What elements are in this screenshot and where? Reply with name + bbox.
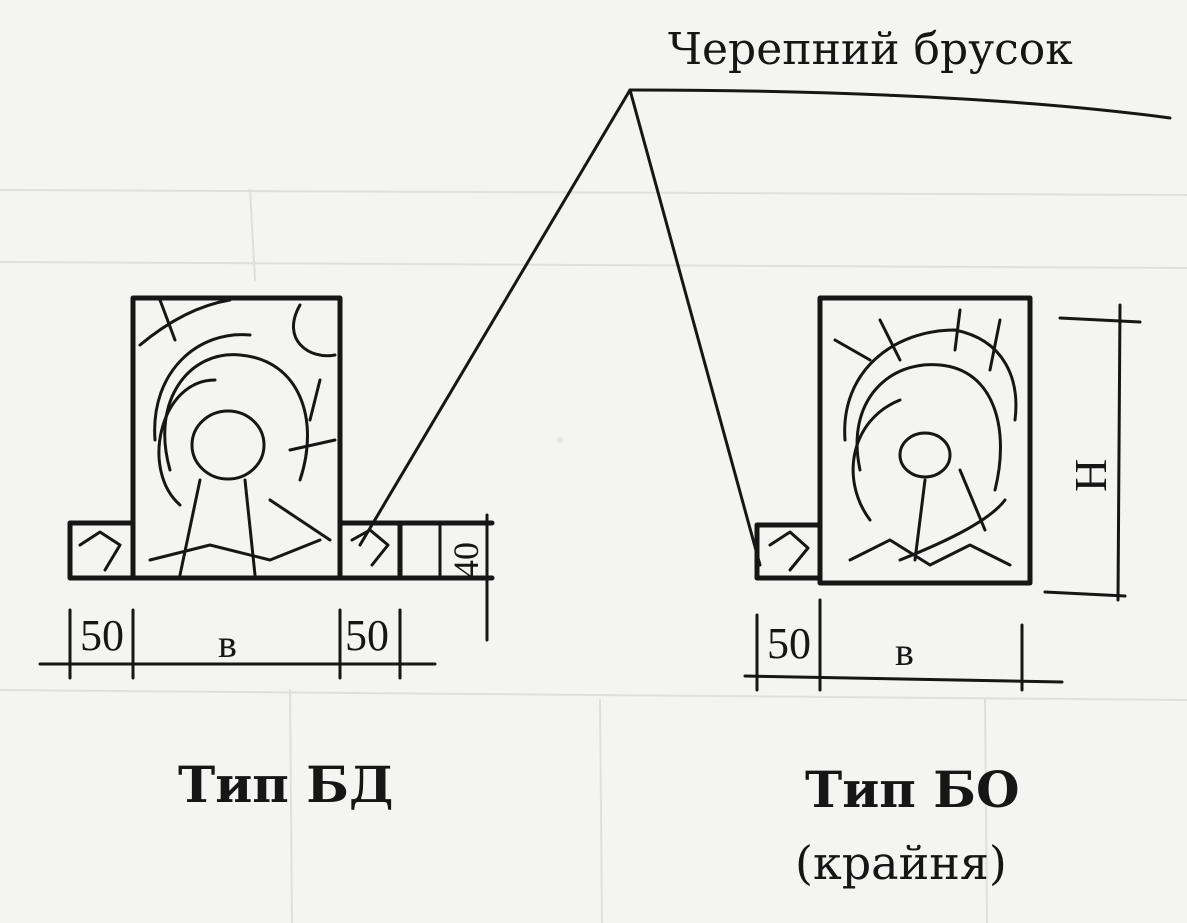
type-bo-dim-height: Н: [1065, 458, 1116, 492]
type-bo-dim-width: в: [895, 629, 914, 674]
type-bd-dim-left: 50: [80, 611, 124, 660]
type-bo-dim-left: 50: [767, 619, 811, 668]
type-bd-main-beam: [130, 295, 343, 581]
type-bd-left-cranial-bar: [67, 520, 136, 581]
callout-leader-line: [358, 88, 762, 567]
type-bd-wood-grain: [78, 298, 390, 577]
type-bd-dim-ledge-height: 40: [446, 542, 486, 578]
type-bo-dimension-lines: [743, 303, 1142, 692]
type-bo-main-beam: [817, 295, 1033, 586]
type-bo-wood-grain: [768, 308, 1018, 572]
type-bd-dim-width: в: [218, 621, 237, 666]
type-bo-note: (крайня): [795, 836, 1007, 890]
callout-underline: [628, 88, 1172, 120]
type-bd-section: [67, 295, 495, 581]
type-bd-dimension-lines: [38, 513, 489, 680]
callout-label: Черепний брусок: [668, 24, 1073, 75]
type-bd-caption: Тип БД: [178, 755, 394, 814]
background-grid: [0, 189, 1187, 923]
callout-leaders: [358, 88, 1172, 567]
type-bo-caption: Тип БО: [805, 760, 1020, 819]
type-bd-dim-right: 50: [345, 611, 389, 660]
type-bd-right-cranial-bar: [337, 520, 403, 581]
